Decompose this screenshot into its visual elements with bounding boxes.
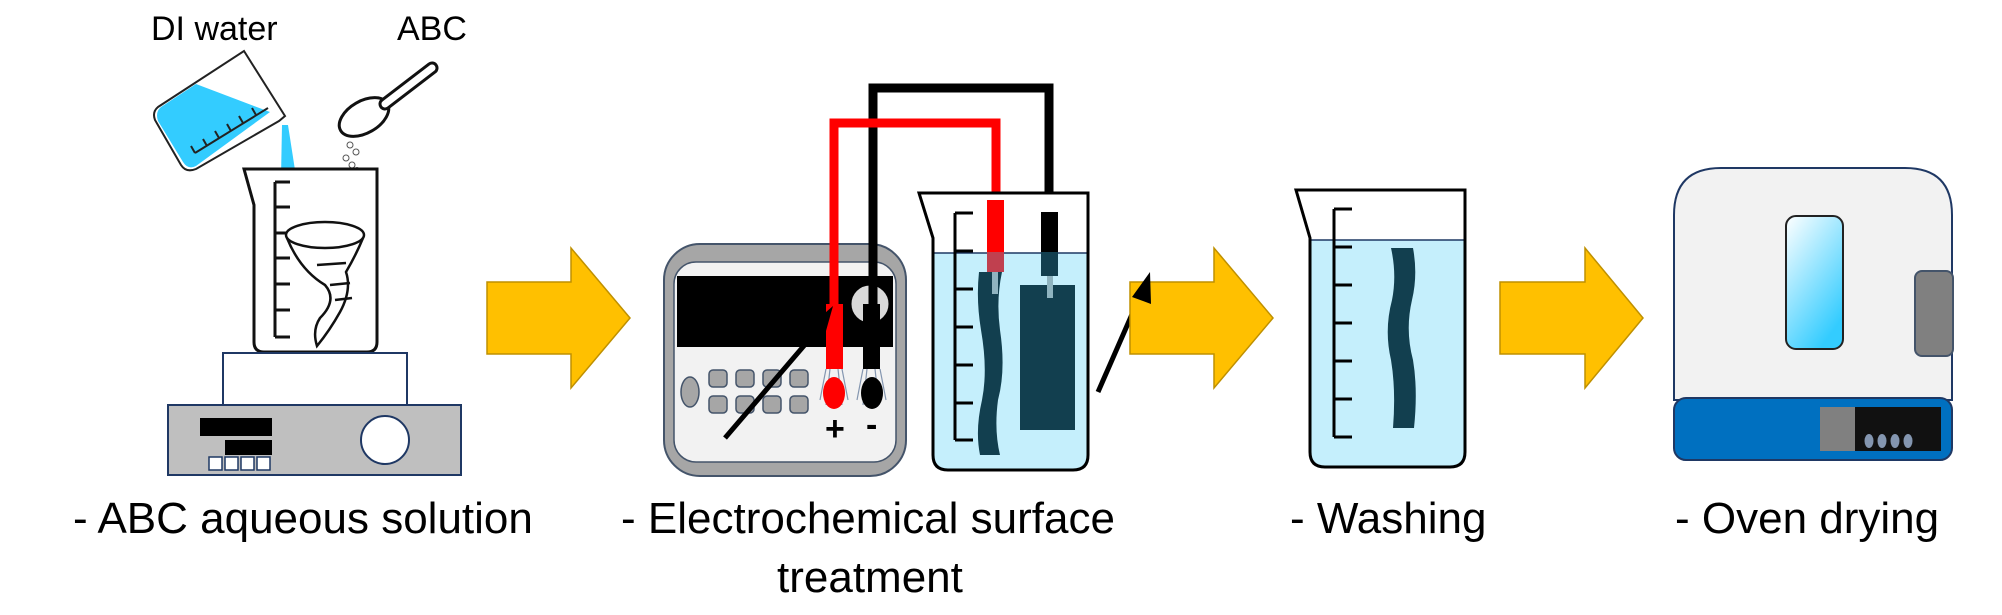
magnetic-stirrer-icon <box>167 352 462 476</box>
negative-clip <box>861 377 883 409</box>
oven-icon <box>1673 167 1954 461</box>
washing-beaker-icon <box>1294 188 1467 469</box>
pointer-arrow-2-head <box>1132 272 1151 304</box>
step-arrow-3 <box>1499 245 1644 391</box>
step-label-electrochemical-line2: treatment <box>777 553 963 602</box>
negative-plug <box>863 304 880 369</box>
step-label-washing: - Washing <box>1290 494 1486 543</box>
step-oven: - Oven drying <box>1673 167 1954 543</box>
positive-wire <box>829 118 1001 305</box>
electrolysis-beaker-icon <box>916 191 1090 472</box>
step-label-oven: - Oven drying <box>1675 494 1939 543</box>
mixing-beaker-icon <box>242 167 379 354</box>
counter-electrode <box>1020 285 1075 430</box>
step-label-abc-solution: - ABC aqueous solution <box>73 494 533 543</box>
vortex-icon <box>284 220 366 349</box>
washed-electrode <box>1387 248 1416 428</box>
pointer-arrow-1 <box>723 306 833 440</box>
step-electrochemical: + - <box>621 83 1143 602</box>
positive-plug <box>826 304 843 369</box>
working-electrode <box>977 272 1003 455</box>
spoon-icon <box>337 61 439 138</box>
step-arrow-1 <box>486 245 631 391</box>
positive-clip <box>823 377 845 409</box>
pouring-beaker-icon <box>153 49 287 172</box>
step-label-electrochemical-line1: - Electrochemical surface <box>621 494 1115 543</box>
negative-terminal-label: - <box>866 406 877 444</box>
step-arrow-2 <box>1129 245 1274 391</box>
negative-wire <box>868 83 1054 305</box>
oven-window <box>1785 215 1844 350</box>
positive-terminal-label: + <box>825 410 845 448</box>
step-washing: - Washing <box>1290 188 1486 543</box>
di-water-label: DI water <box>151 10 278 48</box>
step-abc-solution: DI water ABC <box>73 10 533 543</box>
oven-handle <box>1914 270 1954 357</box>
abc-label: ABC <box>397 10 467 48</box>
